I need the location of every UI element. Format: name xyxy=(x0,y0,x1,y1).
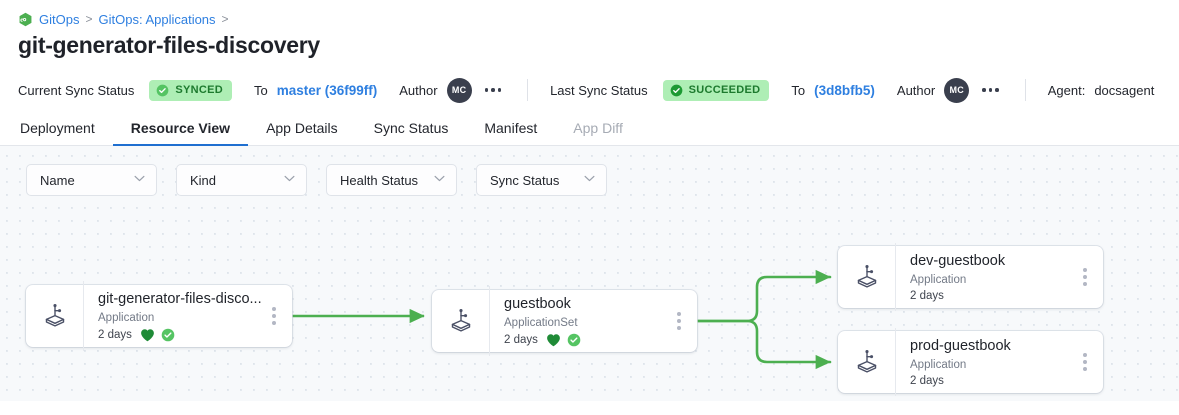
ellipsis-vertical-icon[interactable] xyxy=(1073,268,1103,286)
resource-graph-canvas[interactable]: Name Kind Health Status Sync Status xyxy=(0,146,1179,401)
chevron-down-icon xyxy=(284,175,295,185)
graph-node-kind: Application xyxy=(910,358,967,371)
filter-health-status-label: Health Status xyxy=(340,172,419,188)
graph-node-kind: Application xyxy=(910,273,967,286)
filter-name[interactable]: Name xyxy=(26,164,157,196)
ellipsis-horizontal-icon[interactable] xyxy=(481,82,506,98)
green-heart-icon xyxy=(546,333,561,347)
edge-appset-to-prod xyxy=(695,319,832,370)
graph-node-body: guestbook ApplicationSet 2 days xyxy=(489,286,667,356)
tab-deployment[interactable]: Deployment xyxy=(20,120,95,136)
graph-node-age: 2 days xyxy=(910,374,944,387)
graph-node-kind: Application xyxy=(98,311,155,324)
tab-resource-view[interactable]: Resource View xyxy=(112,120,249,146)
graph-node-prod[interactable]: prod-guestbook Application 2 days xyxy=(838,328,1103,396)
graph-node-meta: 2 days xyxy=(910,375,1073,387)
status-bar: Current Sync Status SYNCED To master (36… xyxy=(0,72,1179,108)
current-sync-status-badge: SYNCED xyxy=(149,79,232,101)
filter-bar: Name Kind Health Status Sync Status xyxy=(26,164,607,196)
graph-node-age: 2 days xyxy=(98,328,132,341)
current-sync-status-label: Current Sync Status xyxy=(18,82,135,98)
ellipsis-horizontal-icon[interactable] xyxy=(978,82,1003,98)
filter-kind-label: Kind xyxy=(190,172,217,188)
tab-bar: Deployment Resource View App Details Syn… xyxy=(0,108,1179,146)
breadcrumb-item-gitops[interactable]: GitOps xyxy=(39,11,80,27)
agent-value: docsagent xyxy=(1094,82,1155,98)
filter-name-label: Name xyxy=(40,172,75,188)
graph-node-dev[interactable]: dev-guestbook Application 2 days xyxy=(838,243,1103,311)
graph-edges xyxy=(292,269,832,370)
graph-node-status xyxy=(546,333,581,347)
graph-node-body: prod-guestbook Application 2 days xyxy=(895,328,1073,396)
last-to-label: To xyxy=(791,82,806,98)
ellipsis-vertical-icon[interactable] xyxy=(262,307,292,325)
graph-node-title: dev-guestbook xyxy=(910,253,1006,270)
gitops-hexagon-logo-icon xyxy=(18,12,33,27)
breadcrumb: GitOps > GitOps: Applications > xyxy=(0,0,1179,28)
filter-sync-status-label: Sync Status xyxy=(490,172,560,188)
tab-sync-status[interactable]: Sync Status xyxy=(373,120,449,136)
current-to-label: To xyxy=(253,82,268,98)
chevron-down-icon xyxy=(134,175,145,185)
argo-application-icon xyxy=(838,349,895,375)
divider xyxy=(527,79,529,101)
argo-application-icon xyxy=(838,264,895,290)
tab-app-diff: App Diff xyxy=(573,120,623,136)
graph-node-root[interactable]: git-generator-files-disco... Application… xyxy=(26,281,292,351)
graph-node-title: guestbook xyxy=(504,296,571,313)
graph-node-meta: 2 days xyxy=(504,333,667,347)
check-circle-icon xyxy=(670,84,683,97)
current-commit-link[interactable]: master (36f99ff) xyxy=(276,82,378,98)
page-title: git-generator-files-discovery xyxy=(18,32,320,58)
graph-node-age: 2 days xyxy=(910,289,944,302)
check-circle-icon xyxy=(156,84,169,97)
graph-node-meta: 2 days xyxy=(98,328,262,342)
last-commit-link[interactable]: (3d8bfb5) xyxy=(814,82,875,98)
breadcrumb-separator: > xyxy=(85,12,93,26)
last-sync-status-badge: SUCCEEDED xyxy=(662,79,770,101)
last-author-label: Author xyxy=(896,82,936,98)
graph-node-title: git-generator-files-disco... xyxy=(98,291,262,308)
chevron-down-icon xyxy=(584,175,595,185)
argo-application-icon xyxy=(26,303,83,329)
graph-node-age: 2 days xyxy=(504,333,538,346)
green-check-circle-icon xyxy=(161,328,175,342)
avatar[interactable]: MC xyxy=(446,77,472,103)
argo-application-icon xyxy=(432,308,489,334)
current-author-label: Author xyxy=(399,82,438,98)
agent-label: Agent: xyxy=(1047,82,1086,98)
filter-kind[interactable]: Kind xyxy=(176,164,307,196)
tab-app-details[interactable]: App Details xyxy=(266,120,338,136)
ellipsis-vertical-icon[interactable] xyxy=(667,312,697,330)
edge-appset-to-dev xyxy=(695,269,832,323)
filter-health-status[interactable]: Health Status xyxy=(326,164,457,196)
chevron-down-icon xyxy=(434,175,445,185)
graph-node-body: git-generator-files-disco... Application… xyxy=(83,281,262,351)
graph-node-kind: ApplicationSet xyxy=(504,316,578,329)
ellipsis-vertical-icon[interactable] xyxy=(1073,353,1103,371)
current-sync-status-badge-text: SYNCED xyxy=(175,84,223,96)
divider xyxy=(1024,79,1026,101)
graph-node-title: prod-guestbook xyxy=(910,338,1011,355)
last-sync-status-label: Last Sync Status xyxy=(550,82,648,98)
filter-sync-status[interactable]: Sync Status xyxy=(476,164,607,196)
green-check-circle-icon xyxy=(567,333,581,347)
last-sync-status-badge-text: SUCCEEDED xyxy=(688,84,761,96)
breadcrumb-separator: > xyxy=(221,12,229,26)
graph-node-meta: 2 days xyxy=(910,290,1073,302)
breadcrumb-item-gitops-applications[interactable]: GitOps: Applications xyxy=(98,11,216,27)
tab-manifest[interactable]: Manifest xyxy=(484,120,538,136)
avatar[interactable]: MC xyxy=(944,77,970,103)
graph-node-status xyxy=(140,328,175,342)
graph-node-body: dev-guestbook Application 2 days xyxy=(895,243,1073,311)
green-heart-icon xyxy=(140,328,155,342)
graph-node-appset[interactable]: guestbook ApplicationSet 2 days xyxy=(432,286,697,356)
